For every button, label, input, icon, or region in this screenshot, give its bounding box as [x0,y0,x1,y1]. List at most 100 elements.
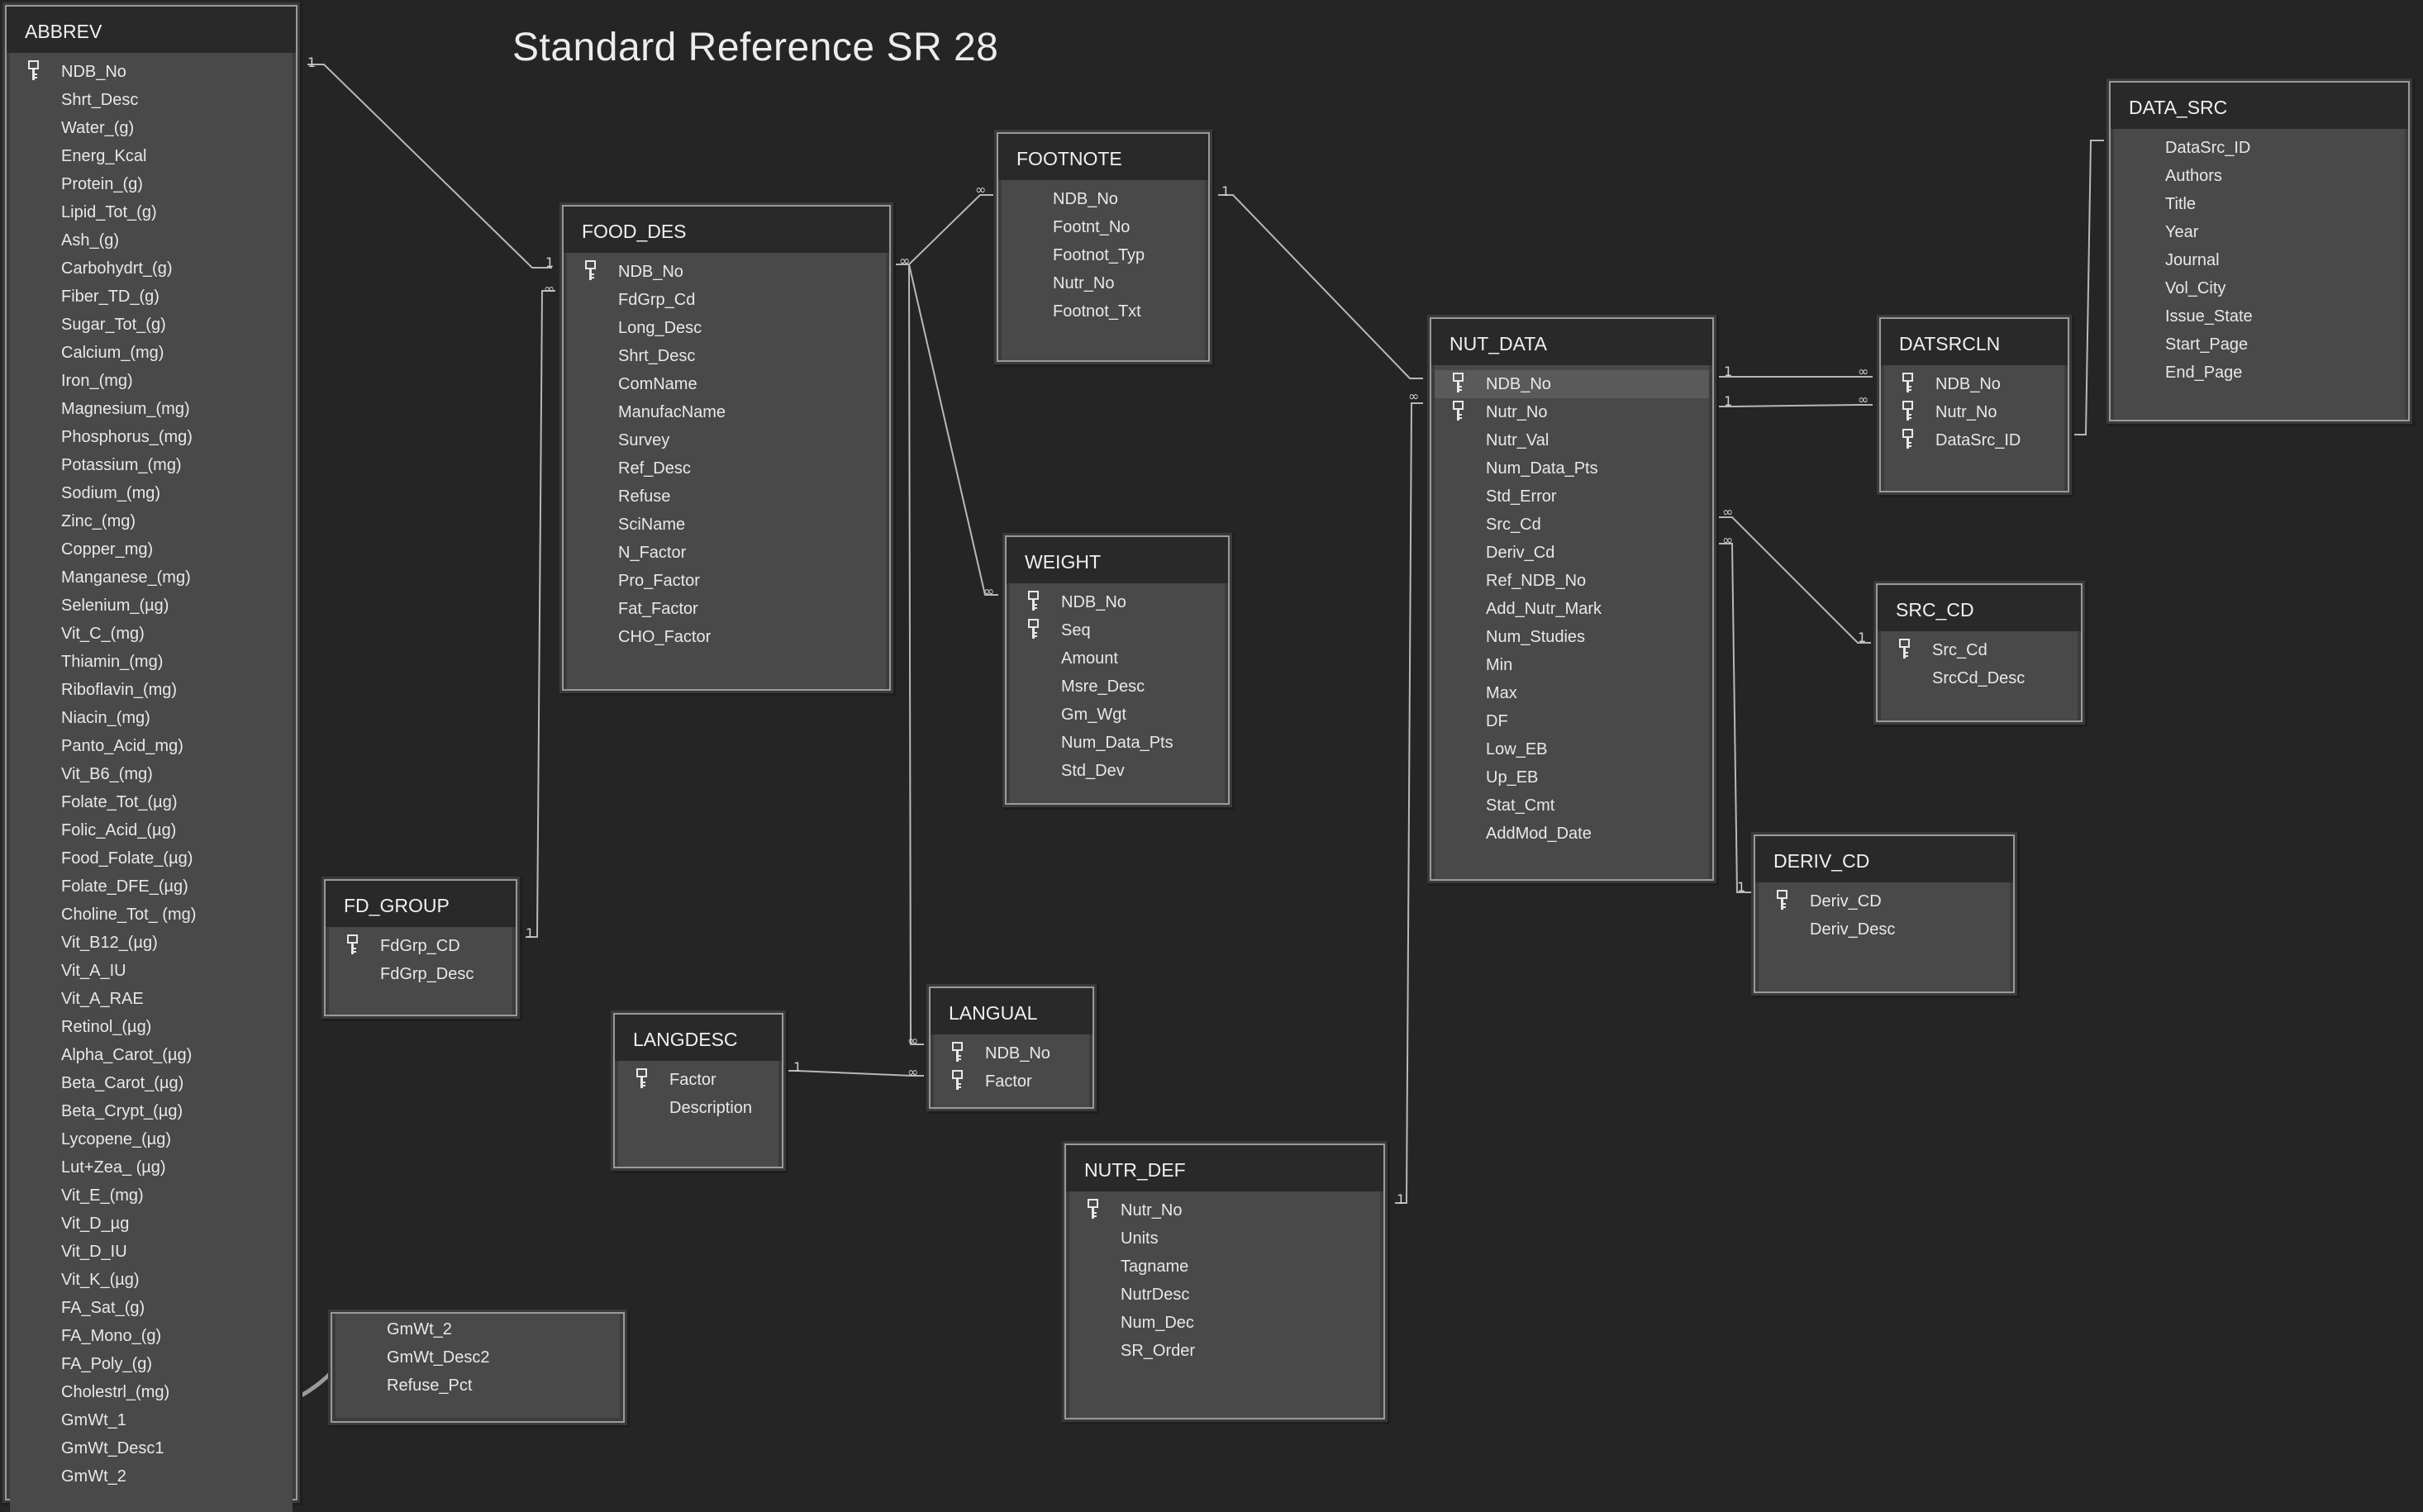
field-row[interactable]: Ref_NDB_No [1435,567,1709,595]
field-row[interactable]: Seq [1010,616,1225,644]
field-row[interactable]: ManufacName [567,398,886,426]
field-row[interactable]: Nutr_No [1884,398,2064,426]
table-header[interactable]: WEIGHT [1007,537,1228,583]
table-header[interactable]: FD_GROUP [326,881,516,927]
field-row[interactable]: NDB_No [934,1039,1089,1067]
field-row[interactable]: Folic_Acid_(µg) [10,816,293,844]
field-row[interactable]: Calcium_(mg) [10,339,293,367]
field-row[interactable]: Src_Cd [1435,511,1709,539]
field-row[interactable]: Units [1069,1224,1380,1253]
field-row[interactable]: Sodium_(mg) [10,479,293,507]
field-row[interactable]: Panto_Acid_mg) [10,732,293,760]
field-row[interactable]: Energ_Kcal [10,142,293,170]
field-row[interactable]: Tagname [1069,1253,1380,1281]
field-row[interactable]: NDB_No [1010,588,1225,616]
field-row[interactable]: ComName [567,370,886,398]
field-row[interactable]: GmWt_1 [10,1406,293,1434]
table-header[interactable]: ABBREV [7,7,296,53]
field-row[interactable]: GmWt_2 [10,1462,293,1491]
field-row[interactable]: Num_Dec [1069,1309,1380,1337]
field-row[interactable]: Vit_A_RAE [10,985,293,1013]
field-row[interactable]: Copper_mg) [10,535,293,563]
field-row[interactable]: Factor [934,1067,1089,1096]
field-row[interactable]: Refuse_Pct [336,1372,620,1400]
field-row[interactable]: Authors [2114,162,2405,190]
field-row[interactable]: FdGrp_CD [329,932,512,960]
table-header[interactable]: NUT_DATA [1431,319,1712,365]
field-row[interactable]: Msre_Desc [1010,673,1225,701]
field-row[interactable]: Sugar_Tot_(g) [10,311,293,339]
field-row[interactable]: Lut+Zea_ (µg) [10,1153,293,1182]
field-row[interactable]: Deriv_Cd [1435,539,1709,567]
field-row[interactable]: DataSrc_ID [2114,134,2405,162]
field-row[interactable]: Journal [2114,246,2405,274]
field-row[interactable]: Folate_Tot_(µg) [10,788,293,816]
field-row[interactable]: Num_Data_Pts [1435,454,1709,483]
field-row[interactable]: Thiamin_(mg) [10,648,293,676]
field-row[interactable]: Num_Studies [1435,623,1709,651]
field-row[interactable]: Zinc_(mg) [10,507,293,535]
field-row[interactable]: Title [2114,190,2405,218]
field-row[interactable]: Vit_D_µg [10,1210,293,1238]
field-row[interactable]: Lipid_Tot_(g) [10,198,293,226]
field-row[interactable]: Vit_K_(µg) [10,1266,293,1294]
field-row[interactable]: Vit_C_(mg) [10,620,293,648]
field-row[interactable]: Iron_(mg) [10,367,293,395]
table-header[interactable]: SRC_CD [1878,585,2081,631]
field-row[interactable]: Shrt_Desc [567,342,886,370]
field-row[interactable]: Selenium_(µg) [10,592,293,620]
field-row[interactable]: Fat_Factor [567,595,886,623]
field-row[interactable]: Std_Dev [1010,757,1225,785]
field-row[interactable]: NDB_No [567,258,886,286]
field-row[interactable]: Nutr_No [1069,1196,1380,1224]
field-row[interactable]: FdGrp_Cd [567,286,886,314]
field-row[interactable]: NDB_No [10,58,293,86]
field-row[interactable]: FA_Mono_(g) [10,1322,293,1350]
field-row[interactable]: DataSrc_ID [1884,426,2064,454]
field-row[interactable]: DF [1435,707,1709,735]
table-header[interactable]: DATSRCLN [1881,319,2068,365]
field-row[interactable]: GmWt_Desc2 [336,1343,620,1372]
field-row[interactable]: NDB_No [1435,370,1709,398]
field-row[interactable]: Ref_Desc [567,454,886,483]
field-row[interactable]: Min [1435,651,1709,679]
field-row[interactable]: GmWt_2 [336,1315,620,1343]
field-row[interactable]: Num_Data_Pts [1010,729,1225,757]
field-row[interactable]: Pro_Factor [567,567,886,595]
field-row[interactable]: N_Factor [567,539,886,567]
field-row[interactable]: Phosphorus_(mg) [10,423,293,451]
field-row[interactable]: Footnt_No [1002,213,1205,241]
field-row[interactable]: Retinol_(µg) [10,1013,293,1041]
field-row[interactable]: Footnot_Typ [1002,241,1205,269]
field-row[interactable]: Long_Desc [567,314,886,342]
field-row[interactable]: Beta_Carot_(µg) [10,1069,293,1097]
field-row[interactable]: NutrDesc [1069,1281,1380,1309]
field-row[interactable]: Vol_City [2114,274,2405,302]
table-header[interactable]: DATA_SRC [2111,83,2408,129]
table-header[interactable]: FOOTNOTE [998,134,1208,180]
field-row[interactable]: Vit_E_(mg) [10,1182,293,1210]
field-row[interactable]: FA_Poly_(g) [10,1350,293,1378]
field-row[interactable]: SrcCd_Desc [1881,664,2078,692]
field-row[interactable]: Deriv_Desc [1759,915,2010,944]
field-row[interactable]: Riboflavin_(mg) [10,676,293,704]
field-row[interactable]: Carbohydrt_(g) [10,254,293,283]
field-row[interactable]: Start_Page [2114,330,2405,359]
field-row[interactable]: Vit_A_IU [10,957,293,985]
field-row[interactable]: AddMod_Date [1435,820,1709,848]
field-row[interactable]: Survey [567,426,886,454]
field-row[interactable]: Issue_State [2114,302,2405,330]
field-row[interactable]: Nutr_No [1435,398,1709,426]
field-row[interactable]: Shrt_Desc [10,86,293,114]
field-row[interactable]: Folate_DFE_(µg) [10,872,293,901]
field-row[interactable]: Manganese_(mg) [10,563,293,592]
field-row[interactable]: NDB_No [1002,185,1205,213]
field-row[interactable]: Gm_Wgt [1010,701,1225,729]
